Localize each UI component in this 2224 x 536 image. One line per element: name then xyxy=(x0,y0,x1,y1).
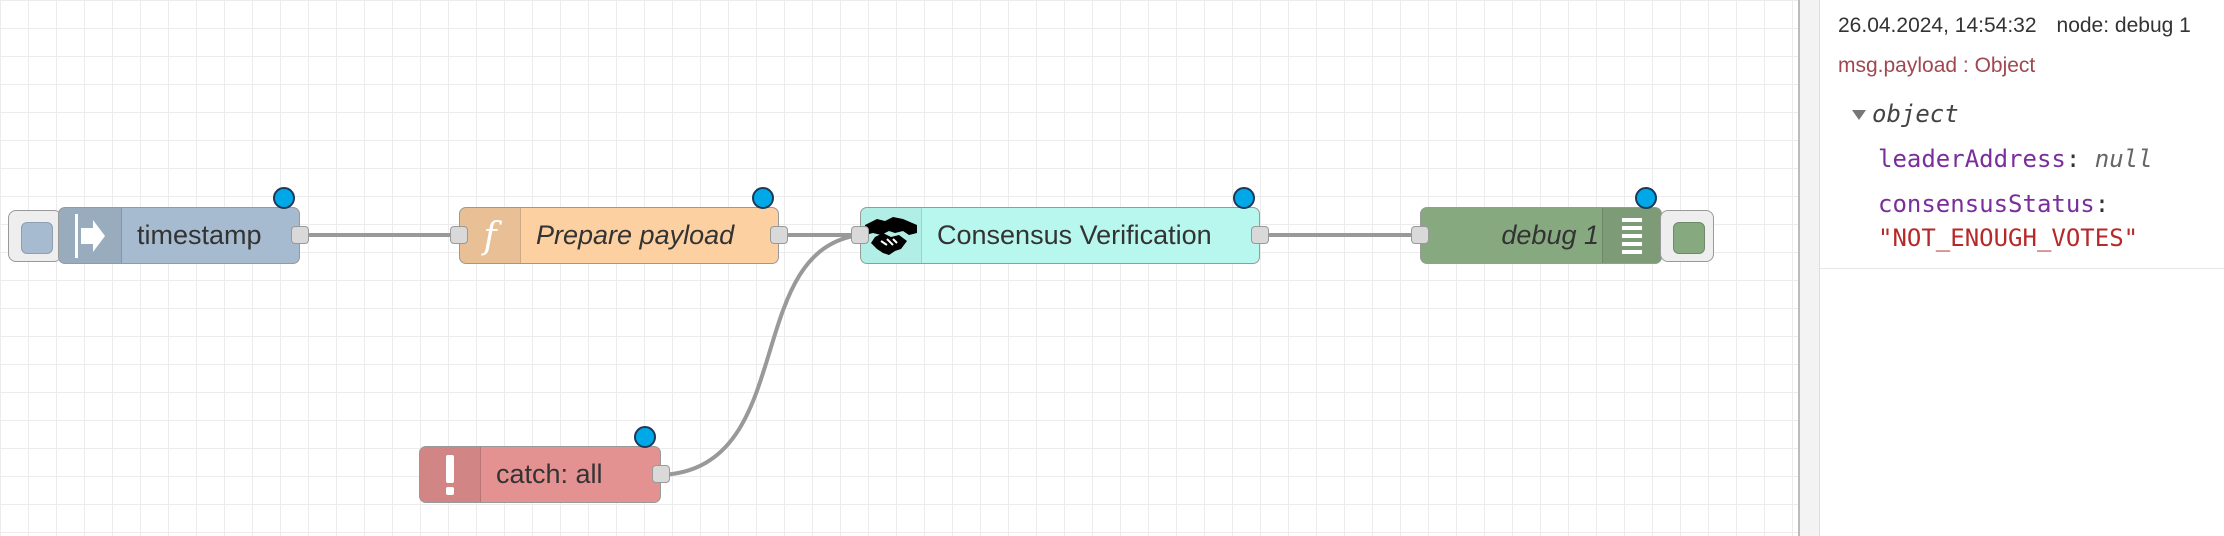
property-colon: : xyxy=(2094,190,2110,218)
function-output-port[interactable] xyxy=(770,226,788,244)
property-key: consensusStatus xyxy=(1878,190,2095,218)
object-root[interactable]: object xyxy=(1852,100,1959,128)
consensus-output-port[interactable] xyxy=(1251,226,1269,244)
inject-icon-box xyxy=(59,208,122,263)
inject-changed-dot xyxy=(273,187,295,209)
svg-text:f: f xyxy=(480,216,502,257)
debug-icon-box xyxy=(1602,208,1661,263)
catch-node[interactable]: catch: all xyxy=(419,426,670,503)
consensus-input-port[interactable] xyxy=(851,226,869,244)
function-changed-dot xyxy=(752,187,774,209)
consensus-verification-node[interactable]: Consensus Verification xyxy=(851,187,1269,264)
debug-changed-dot xyxy=(1635,187,1657,209)
message-divider xyxy=(1820,268,2224,269)
function-label: Prepare payload xyxy=(536,220,735,250)
message-meta: 26.04.2024, 14:54:32 node: debug 1 xyxy=(1838,14,2211,38)
property-key: leaderAddress xyxy=(1878,145,2066,173)
object-type: object xyxy=(1872,100,1959,128)
caret-down-icon[interactable] xyxy=(1852,110,1866,120)
catch-label: catch: all xyxy=(496,459,603,489)
property-colon: : xyxy=(2065,145,2095,173)
consensus-changed-dot xyxy=(1233,187,1255,209)
handshake-icon xyxy=(865,216,917,255)
exclamation-icon xyxy=(446,454,454,495)
function-icon-box: f xyxy=(460,208,521,263)
inject-node[interactable]: timestamp xyxy=(58,187,309,264)
catch-output-port[interactable] xyxy=(652,465,670,483)
inject-button[interactable] xyxy=(8,210,62,262)
property-value: null xyxy=(2094,145,2153,173)
debug-sidebar: 26.04.2024, 14:54:32 node: debug 1 msg.pa… xyxy=(1798,0,2224,536)
debug-input-port[interactable] xyxy=(1411,226,1429,244)
inject-button-face xyxy=(21,222,53,254)
inject-label: timestamp xyxy=(137,220,262,250)
debug-toggle-button[interactable] xyxy=(1660,210,1714,262)
wires-layer xyxy=(299,233,1420,477)
arrow-in-icon xyxy=(75,213,105,258)
sidebar-separator[interactable] xyxy=(1798,0,1820,536)
property-leader-address: leaderAddress: null xyxy=(1878,145,2153,173)
wire-catch-to-consensus[interactable] xyxy=(659,233,861,477)
inject-output-port[interactable] xyxy=(291,226,309,244)
function-input-port[interactable] xyxy=(450,226,468,244)
function-node[interactable]: f Prepare payload xyxy=(450,187,788,264)
list-icon xyxy=(1622,217,1642,254)
property-consensus-status-value: "NOT_ENOUGH_VOTES" xyxy=(1878,224,2138,252)
property-value: "NOT_ENOUGH_VOTES" xyxy=(1878,224,2139,252)
function-icon: f xyxy=(480,216,502,257)
message-node-link[interactable]: node: debug 1 xyxy=(2056,14,2191,37)
catch-changed-dot xyxy=(634,426,656,448)
property-consensus-status: consensusStatus: xyxy=(1878,190,2109,218)
consensus-label: Consensus Verification xyxy=(937,220,1212,250)
debug-label: debug 1 xyxy=(1501,220,1599,250)
flow-canvas[interactable]: timestamp f Prepare payload Consensus Ve… xyxy=(0,0,1798,536)
message-topic: msg.payload : Object xyxy=(1838,54,2036,77)
message-timestamp: 26.04.2024, 14:54:32 xyxy=(1838,14,2037,37)
catch-icon-box xyxy=(420,447,481,502)
debug-toggle-face xyxy=(1673,222,1705,254)
debug-node[interactable]: debug 1 xyxy=(1411,187,1662,264)
consensus-icon-box xyxy=(861,208,922,263)
